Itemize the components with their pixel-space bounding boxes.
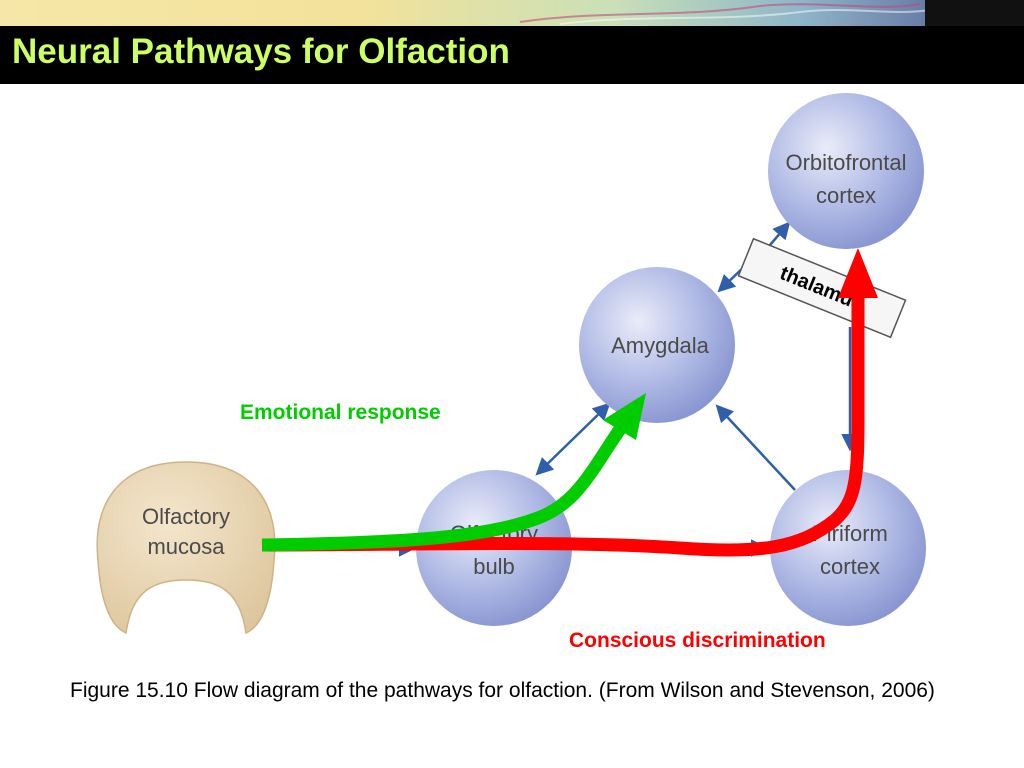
node-amygdala: Amygdala (579, 267, 735, 423)
orbitofrontal-cortex-label-line1: Orbitofrontal (785, 150, 906, 175)
node-thalamus: thalamus (737, 237, 907, 339)
amygdala-label: Amygdala (611, 333, 710, 358)
title-bar (0, 26, 1024, 84)
piriform-cortex-label-line2: cortex (820, 554, 880, 579)
conscious-discrimination-label: Conscious discrimination (569, 629, 826, 652)
node-piriform-cortex: Piriform cortex (770, 470, 926, 626)
node-olfactory-mucosa: Olfactory mucosa (96, 461, 276, 635)
olfaction-flow-diagram: Olfactory mucosa Olfactory bulb Amygdala… (96, 93, 926, 635)
arrow-thalamus-orbitofrontal (769, 221, 791, 246)
olfactory-mucosa-label-line2: mucosa (147, 534, 225, 559)
slide-title: Neural Pathways for Olfaction (12, 32, 510, 71)
olfactory-bulb-label-line2: bulb (473, 554, 515, 579)
arrow-piriform-amygdala (715, 404, 796, 491)
orbitofrontal-cortex-label-line2: cortex (816, 183, 876, 208)
emotional-pathway-arrow (261, 393, 646, 552)
arrow-bulb-amygdala (535, 402, 611, 476)
node-orbitofrontal-cortex: Orbitofrontal cortex (768, 93, 924, 249)
figure-caption: Figure 15.10 Flow diagram of the pathway… (70, 679, 935, 702)
olfactory-mucosa-label-line1: Olfactory (142, 504, 230, 529)
emotional-response-label: Emotional response (240, 401, 441, 424)
header-banner-strip (0, 0, 1024, 26)
